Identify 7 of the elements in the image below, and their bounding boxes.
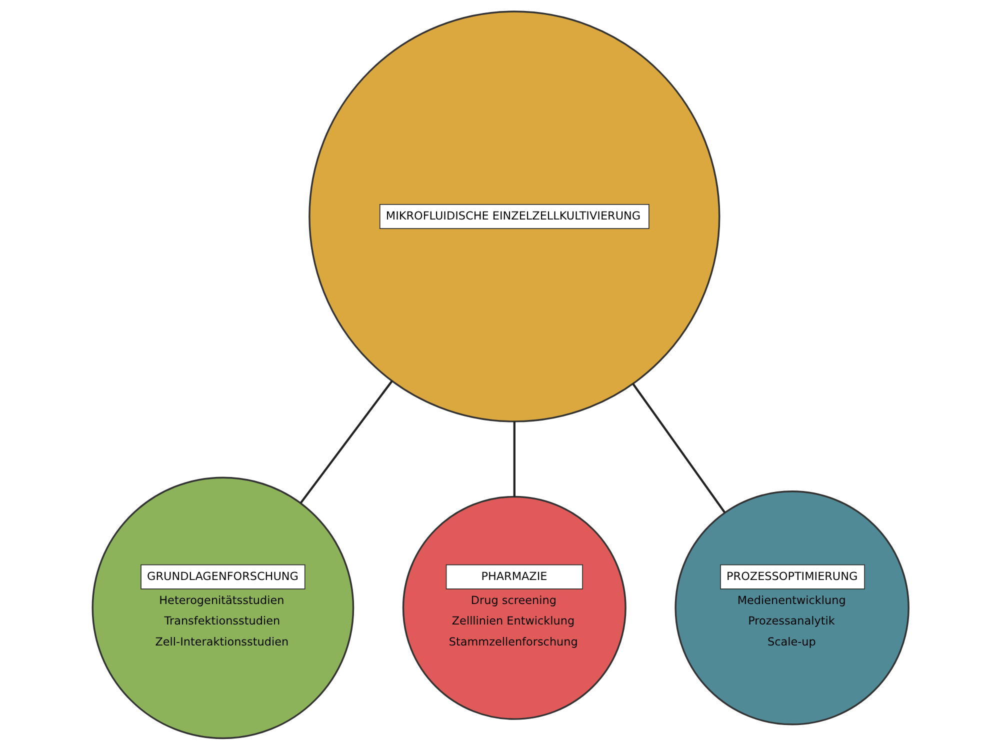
node-circle: MIKROFLUIDISCHE EINZELZELLKULTIVIERUNG	[308, 10, 720, 422]
connector	[632, 383, 726, 514]
connector	[512, 422, 515, 497]
node-circle: PHARMAZIE Drug screening Zelllinien Entwicklung Stammzellenforschung	[402, 496, 626, 720]
node-circle: GRUNDLAGENFORSCHUNG Heterogenitätsstudien Transfektionsstudien Zell-Interaktionsstudien	[91, 476, 354, 740]
connector	[299, 380, 392, 504]
node-circle: PROZESSOPTIMIERUNG Medienentwicklung Prozessanalytik Scale-up	[674, 490, 909, 726]
